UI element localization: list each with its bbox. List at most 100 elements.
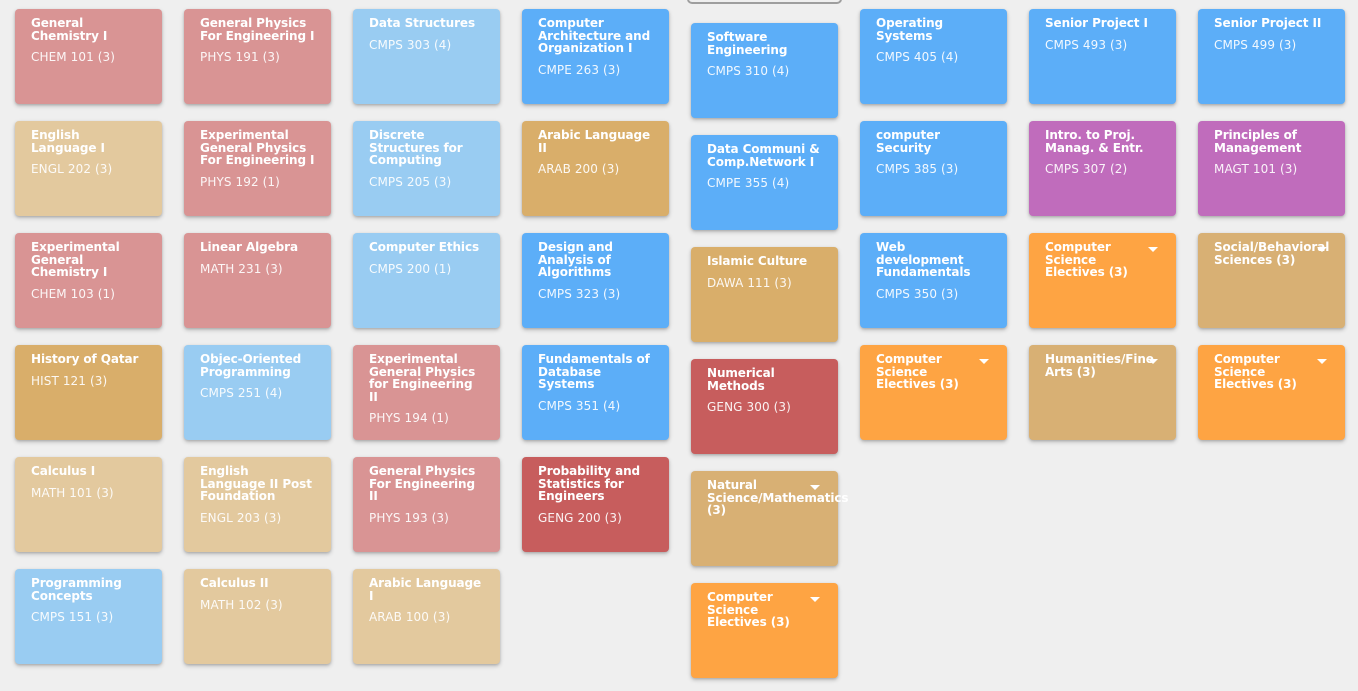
course-title: Computer Architecture and Organization I xyxy=(538,16,651,56)
elective-card[interactable]: Computer Science Electives (3) xyxy=(1198,345,1345,440)
course-title: History of Qatar xyxy=(31,352,139,366)
dropdown-caret-icon[interactable] xyxy=(810,597,820,602)
dropdown-caret-icon[interactable] xyxy=(979,359,989,364)
course-code: CMPS 493 (3) xyxy=(1045,37,1128,52)
course-code: MATH 231 (3) xyxy=(200,261,283,276)
elective-card[interactable]: Computer Science Electives (3) xyxy=(691,583,838,678)
course-title: Computer Science Electives (3) xyxy=(876,352,959,392)
course-title: Discrete Structures for Computing xyxy=(369,128,463,168)
course-card[interactable]: Experimental General Physics For Enginee… xyxy=(184,121,331,216)
course-code: PHYS 192 (1) xyxy=(200,174,280,189)
course-code: PHYS 194 (1) xyxy=(369,411,449,426)
course-title: Arabic Language I xyxy=(369,576,482,603)
course-card[interactable]: English Language I ENGL 202 (3) xyxy=(15,121,162,216)
course-code: GENG 200 (3) xyxy=(538,510,622,525)
dropdown-caret-icon[interactable] xyxy=(1148,359,1158,364)
course-title: Principles of Management xyxy=(1214,128,1302,155)
course-card[interactable]: Experimental General Physics for Enginee… xyxy=(353,345,500,440)
course-card[interactable]: Computer Architecture and Organization I… xyxy=(522,9,669,104)
course-title: Experimental General Physics for Enginee… xyxy=(369,352,476,404)
elective-card[interactable]: Computer Science Electives (3) xyxy=(1029,233,1176,328)
course-code: CMPS 351 (4) xyxy=(538,398,621,413)
course-title: Web development Fundamentals xyxy=(876,240,971,280)
course-code: HIST 121 (3) xyxy=(31,373,108,388)
course-card[interactable]: General Chemistry I CHEM 101 (3) xyxy=(15,9,162,104)
course-card[interactable]: Data Communi & Comp.Network I CMPE 355 (4… xyxy=(691,135,838,230)
dropdown-caret-icon[interactable] xyxy=(810,485,820,490)
dropdown-caret-icon[interactable] xyxy=(1317,247,1327,252)
course-card[interactable]: Calculus II MATH 102 (3) xyxy=(184,569,331,664)
course-title: Probability and Statistics for Engineers xyxy=(538,464,641,504)
course-code: ARAB 100 (3) xyxy=(369,610,451,625)
course-code: MATH 102 (3) xyxy=(200,597,283,612)
course-code: ARAB 200 (3) xyxy=(538,162,620,177)
course-title: Data Communi & Comp.Network I xyxy=(707,142,820,169)
course-title: Islamic Culture xyxy=(707,254,808,268)
elective-card[interactable]: Computer Science Electives (3) xyxy=(860,345,1007,440)
course-code: CMPS 303 (4) xyxy=(369,37,452,52)
dropdown-caret-icon[interactable] xyxy=(1148,247,1158,252)
course-code: CMPE 355 (4) xyxy=(707,176,790,191)
course-title: Operating Systems xyxy=(876,16,944,43)
course-card[interactable]: Intro. to Proj. Manag. & Entr.CMPS 307 (… xyxy=(1029,121,1176,216)
course-code: DAWA 111 (3) xyxy=(707,275,792,290)
elective-card[interactable]: Humanities/Fine Arts (3) xyxy=(1029,345,1176,440)
course-title: English Language I xyxy=(31,128,105,155)
course-title: computer Security xyxy=(876,128,940,155)
course-card[interactable]: Calculus I MATH 101 (3) xyxy=(15,457,162,552)
course-title: Computer Ethics xyxy=(369,240,480,254)
elective-card[interactable]: Natural Science/Mathematics (3) xyxy=(691,471,849,566)
course-title: English Language II Post Foundation xyxy=(200,464,312,504)
dropdown-caret-icon[interactable] xyxy=(1317,359,1327,364)
course-card[interactable]: Probability and Statistics for Engineers… xyxy=(522,457,669,552)
semester-column: General Chemistry I CHEM 101 (3) English L… xyxy=(15,0,162,691)
course-title: General Chemistry I xyxy=(31,16,108,43)
course-title: Calculus II xyxy=(200,576,269,590)
course-code: CMPS 323 (3) xyxy=(538,286,621,301)
course-code: CMPE 263 (3) xyxy=(538,62,621,77)
course-card[interactable]: Arabic Language I ARAB 100 (3) xyxy=(353,569,500,664)
course-title: Design and Analysis of Algorithms xyxy=(538,240,613,280)
course-code: CHEM 103 (1) xyxy=(31,286,116,301)
course-code: CMPS 307 (2) xyxy=(1045,162,1128,177)
course-code: MATH 101 (3) xyxy=(31,485,114,500)
course-title: Computer Science Electives (3) xyxy=(1214,352,1297,392)
course-title: Senior Project II xyxy=(1214,16,1322,30)
course-title: Numerical Methods xyxy=(707,366,775,393)
course-code: ENGL 202 (3) xyxy=(31,162,113,177)
course-code: CMPS 251 (4) xyxy=(200,386,283,401)
course-code: CHEM 101 (3) xyxy=(31,50,116,65)
course-code: CMPS 350 (3) xyxy=(876,286,959,301)
elective-card[interactable]: Social/Behavioral Sciences (3) xyxy=(1198,233,1345,328)
course-title: Calculus I xyxy=(31,464,96,478)
course-title: General Physics For Engineering II xyxy=(369,464,476,504)
